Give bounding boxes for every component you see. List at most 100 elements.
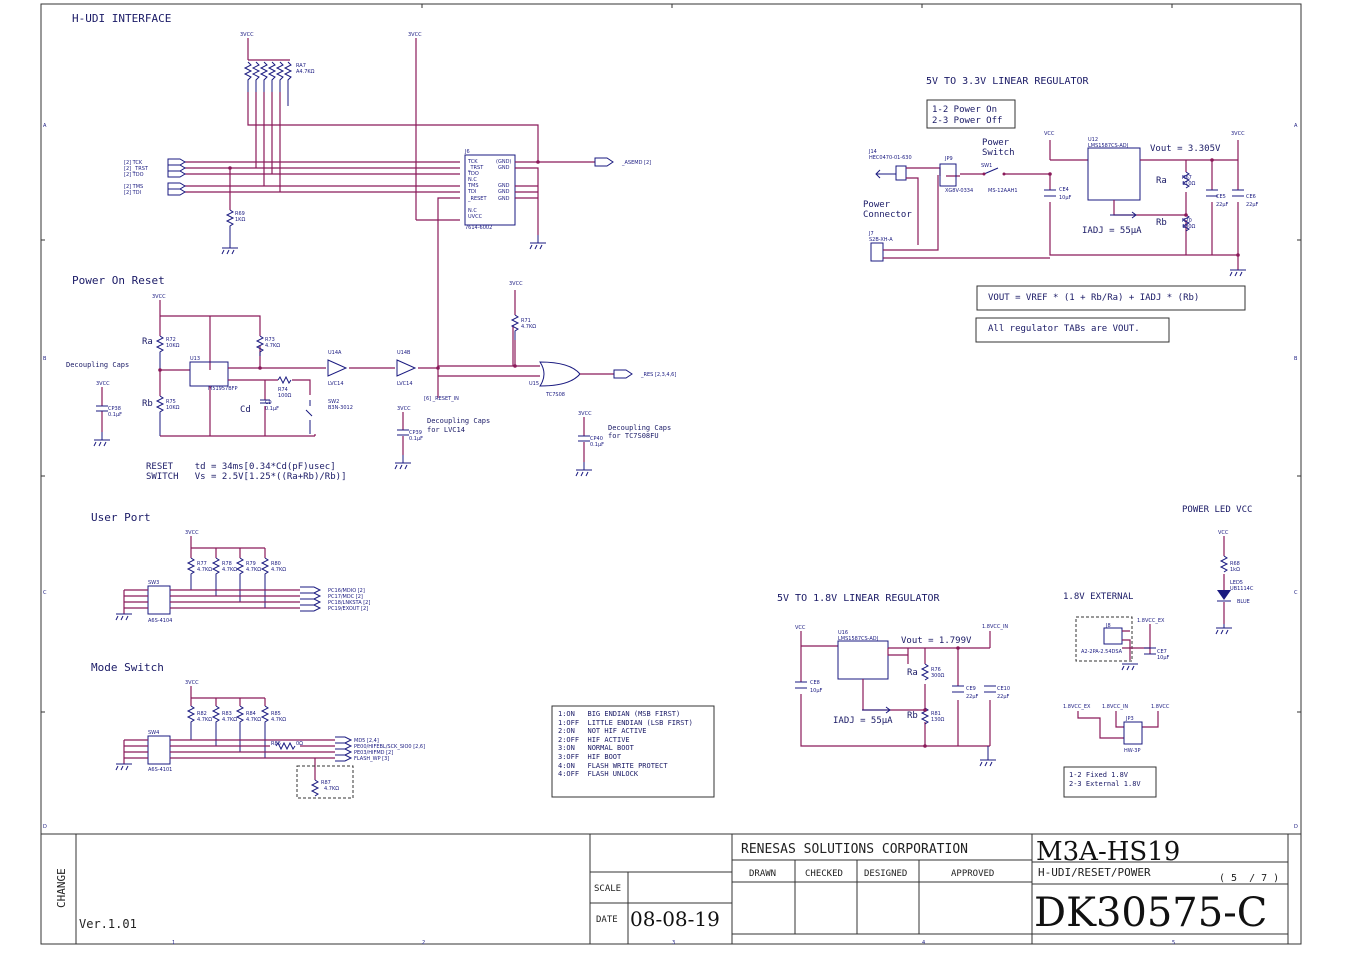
r86-ref: R86 bbox=[271, 741, 281, 747]
r79-ref: R79 bbox=[246, 561, 256, 567]
ext18-note-1: 1-2 Fixed 1.8V bbox=[1069, 771, 1129, 779]
sig-tdo: [2] TDO bbox=[124, 172, 144, 178]
sig-tms: [2] TMS bbox=[124, 184, 143, 190]
sw2-part: B3N-3012 bbox=[328, 405, 353, 411]
reg18-rb: Rb bbox=[907, 711, 918, 721]
r73-ref: R73 bbox=[265, 337, 275, 343]
j8-dnp-box bbox=[1075, 616, 1133, 662]
mode-table-6: 3:OFF HIF BOOT bbox=[558, 753, 622, 761]
r87-ref: R87 bbox=[321, 780, 331, 786]
r74-value: 100Ω bbox=[278, 393, 292, 399]
border-ticks bbox=[41, 4, 1301, 713]
u16-part: LMS1587CS-ADJ bbox=[838, 636, 878, 642]
jp3-out: 1.8VCC bbox=[1151, 704, 1170, 710]
change-label: CHANGE bbox=[55, 868, 68, 908]
ce7-ref: CE7 bbox=[1157, 649, 1167, 655]
ext18-net: 1.8VCC_EX bbox=[1137, 618, 1165, 624]
row-b: B bbox=[43, 356, 47, 362]
mode-sig-1: MD5 [2,4] bbox=[354, 738, 379, 744]
res-out-label: _RES [2,3,4,6] bbox=[640, 372, 676, 378]
sig-tdi: [2] TDI bbox=[124, 190, 141, 196]
r68-ref: R68 bbox=[1230, 561, 1240, 567]
u12-part: LMS1587CS-ADJ bbox=[1088, 143, 1128, 149]
j6-pin-gnd3: GND bbox=[498, 189, 510, 195]
col-1: 1 bbox=[172, 940, 175, 946]
u14a-ref: U14A bbox=[328, 350, 342, 356]
j6-pin-tdo: TDO bbox=[467, 171, 479, 177]
section-ext18: 1.8V EXTERNAL bbox=[1063, 592, 1133, 602]
mode-table-1: 1:ON BIG ENDIAN (MSB FIRST) bbox=[558, 710, 680, 718]
j14-part: HEC0470-01-630 bbox=[869, 155, 912, 161]
ce6-value: 22µF bbox=[1246, 202, 1259, 208]
mode-table-7: 4:ON FLASH WRITE PROTECT bbox=[558, 762, 668, 770]
reg33-formula-box bbox=[976, 285, 1246, 311]
section-user-port: User Port bbox=[91, 511, 151, 524]
r87-dnp-box bbox=[296, 765, 354, 799]
j8-ref: J8 bbox=[1105, 623, 1111, 629]
ce8-ref: CE8 bbox=[810, 680, 820, 686]
title-block bbox=[75, 834, 1289, 944]
reg18-block: VCC CE8 10µF U16 LMS1587CS-ADJ Vout = 1.… bbox=[795, 624, 1010, 767]
col-5: 5 bbox=[1172, 940, 1175, 946]
drawn-label: DRAWN bbox=[749, 869, 776, 879]
version-label: Ver.1.01 bbox=[79, 917, 137, 931]
j6-pin-gnd2: GND bbox=[498, 183, 510, 189]
mode-table-box bbox=[551, 705, 715, 798]
j6-pin-trst: _TRST bbox=[467, 165, 484, 171]
row-c: C bbox=[43, 590, 47, 596]
ra7-ref: RA7 bbox=[296, 63, 306, 69]
hudi-vcc1: 3VCC bbox=[240, 32, 254, 38]
sw1-part: MS-12AAH1 bbox=[988, 188, 1018, 194]
r71-value: 4.7KΩ bbox=[521, 324, 536, 330]
user-sig-1: PC16/MDIO [2] bbox=[328, 588, 365, 594]
c9-value: 0.1µF bbox=[265, 406, 279, 412]
mode-table-4: 2:OFF HIF ACTIVE bbox=[558, 736, 630, 744]
row-c-right: C bbox=[1294, 590, 1298, 596]
jp3-jumper bbox=[1123, 721, 1143, 745]
r68-value: 1kΩ bbox=[1230, 567, 1240, 573]
u13-ref: U13 bbox=[190, 356, 200, 362]
mode-sig-2: PE00/HIFEBL/SCK_SIO0 [2,6] bbox=[354, 744, 425, 750]
product-name: M3A-HS19 bbox=[1036, 837, 1180, 867]
u15-part: TC7S08 bbox=[545, 392, 565, 398]
reg33-note2-box bbox=[975, 317, 1170, 343]
date-label: DATE bbox=[596, 915, 618, 925]
jp3-in: 1.8VCC_IN bbox=[1102, 704, 1128, 710]
j6-pin-reset: _RESET bbox=[467, 196, 487, 202]
ext18-block: J8 A2-2PA-2.54DSA 1.8VCC_EX CE7 10µF 1.8… bbox=[1063, 616, 1170, 798]
reg33-ra: Ra bbox=[1156, 176, 1167, 186]
led5-color: BLUE bbox=[1237, 599, 1250, 605]
r82-value: 4.7KΩ bbox=[197, 717, 212, 723]
hudi-port-arrows bbox=[167, 158, 186, 196]
hudi-vcc2: 3VCC bbox=[408, 32, 422, 38]
sheet-number: ( 5 / 7 ) bbox=[1219, 873, 1279, 884]
reg33-vcc: VCC bbox=[1044, 131, 1055, 137]
u13-part: M51957BFP bbox=[208, 386, 238, 392]
cp39-vcc: 3VCC bbox=[397, 406, 411, 412]
cp38-value: 0.1µF bbox=[108, 412, 122, 418]
r75-ref: R75 bbox=[166, 399, 176, 405]
r76-value: 300Ω bbox=[931, 673, 945, 679]
mode-sig-3: PE03/HIFMD [2] bbox=[354, 750, 393, 756]
company-name: RENESAS SOLUTIONS CORPORATION bbox=[741, 842, 968, 857]
cp39-value: 0.1µF bbox=[409, 436, 423, 442]
col-3: 3 bbox=[672, 940, 675, 946]
sheet-title: H-UDI/RESET/POWER bbox=[1038, 866, 1151, 879]
reg18-vout: Vout = 1.799V bbox=[901, 636, 972, 646]
r74-ref: R74 bbox=[278, 387, 288, 393]
jp3-part: HW-3P bbox=[1124, 748, 1141, 754]
power-switch-1: Power bbox=[982, 138, 1010, 148]
section-power-led: POWER LED VCC bbox=[1182, 505, 1252, 515]
reset-ra: Ra bbox=[142, 337, 153, 347]
j6-pin-gnd1: GND bbox=[498, 165, 510, 171]
r81-value: 130Ω bbox=[931, 717, 945, 723]
ce9-ref: CE9 bbox=[966, 686, 976, 692]
sw2-ref: SW2 bbox=[328, 399, 339, 405]
reg33-note-box bbox=[926, 99, 1016, 129]
decap-tc-2: for TC7S08FU bbox=[608, 432, 659, 440]
u14a-gate bbox=[327, 359, 348, 377]
decap-tc-1: Decoupling Caps bbox=[608, 424, 671, 432]
user-sig-2: PC17/MDC [2] bbox=[328, 594, 363, 600]
power-led-block: VCC R68 1kΩ LED5 UB1114C BLUE bbox=[1215, 530, 1254, 635]
reg33-note2: All regulator TABs are VOUT. bbox=[988, 324, 1140, 334]
